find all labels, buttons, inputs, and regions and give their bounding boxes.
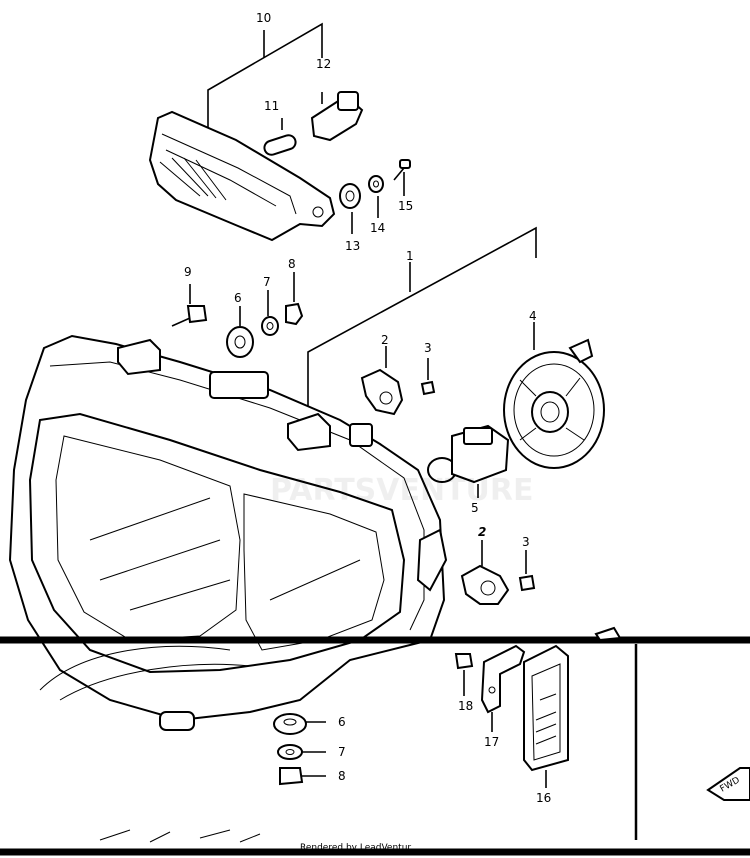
grommet-13 (339, 183, 361, 234)
callout-16: 16 (536, 791, 551, 805)
position-lamp-group (148, 22, 411, 242)
upper-mount-hardware (171, 272, 304, 358)
clip-2-lower (460, 564, 510, 605)
grommet-6-lower (273, 713, 307, 735)
callout-2-upper: 2 (381, 333, 389, 347)
washer-7-upper (261, 316, 279, 336)
callout-7-upper: 7 (263, 275, 271, 289)
callout-3-lower: 3 (522, 535, 530, 549)
callout-15: 15 (398, 199, 413, 213)
socket-12 (310, 91, 364, 142)
footer-rendered-by: Rendered by LeadVentur (300, 843, 411, 853)
screw-3-upper (420, 380, 436, 396)
callout-10: 10 (256, 11, 271, 25)
lower-mount-hardware (273, 713, 326, 786)
callout-9: 9 (184, 265, 192, 279)
fwd-arrow-icon: FWD (706, 767, 750, 801)
grommet-6-upper (226, 326, 254, 358)
reflector-assembly (454, 626, 622, 788)
callout-8-lower: 8 (338, 769, 346, 783)
callout-4: 4 (529, 309, 537, 323)
reflector-16 (523, 644, 569, 772)
screw-3-lower (518, 574, 536, 592)
nut-8-lower (279, 767, 304, 786)
bulb-11 (263, 118, 297, 156)
callout-2-lower: 2 (478, 525, 486, 539)
callout-6-upper: 6 (234, 291, 242, 305)
callout-5: 5 (471, 501, 479, 515)
callout-8-upper: 8 (288, 257, 296, 271)
callout-11: 11 (264, 99, 279, 113)
callout-13: 13 (345, 239, 360, 253)
clip-2-upper (360, 368, 404, 416)
callout-labels: 10 12 11 15 14 13 1 9 8 7 6 4 2 3 5 2 3 … (184, 11, 551, 805)
screw-18 (454, 653, 474, 670)
dust-cover-4 (503, 322, 605, 469)
washer-7-lower (277, 744, 303, 760)
nut-8-upper (285, 302, 304, 326)
callout-12: 12 (316, 57, 331, 71)
washer-14 (368, 175, 384, 218)
callout-7-lower: 7 (338, 745, 346, 759)
callout-14: 14 (370, 221, 385, 235)
callout-1: 1 (406, 249, 414, 263)
bottom-strip (39, 645, 261, 843)
watermark: PARTSVENTURE (270, 473, 534, 508)
screw-15 (393, 159, 411, 196)
position-lamp-housing (148, 110, 336, 242)
callout-17: 17 (484, 735, 499, 749)
bulb-clip-hardware-upper (360, 346, 436, 416)
callout-18: 18 (458, 699, 473, 713)
headlight-assembly (8, 226, 537, 731)
callout-6-lower: 6 (338, 715, 346, 729)
bulb-clip-hardware-lower (460, 540, 536, 605)
bolt-9 (186, 305, 208, 324)
bracket-17 (480, 644, 526, 714)
callout-3-upper: 3 (424, 341, 432, 355)
bulb-5 (427, 424, 510, 498)
